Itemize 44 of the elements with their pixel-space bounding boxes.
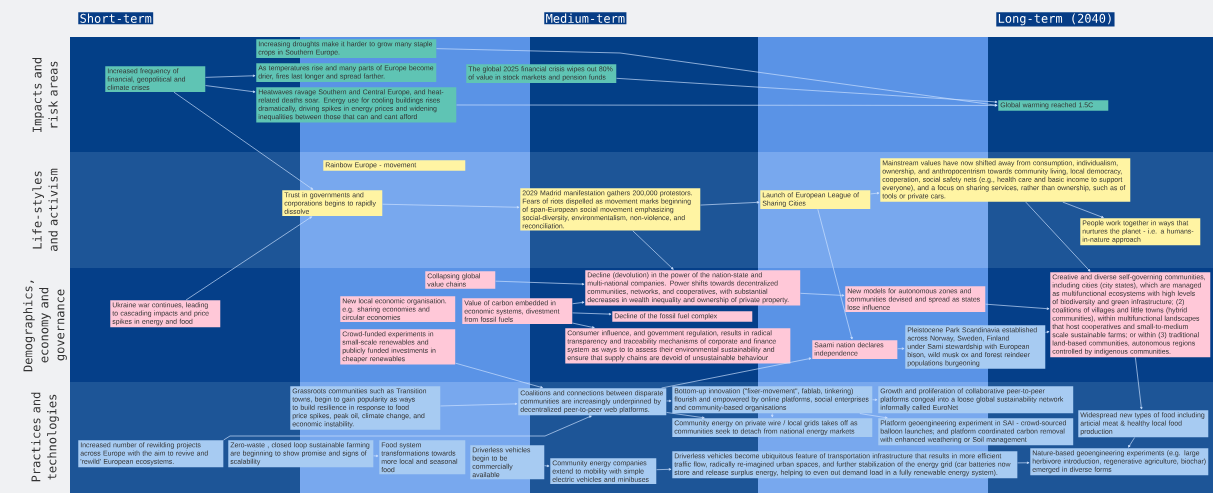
arrow (661, 357, 812, 389)
row-heading: Impacts and risk areas (32, 58, 58, 132)
arrow (205, 74, 256, 78)
arrow (859, 413, 888, 419)
arrow (544, 464, 550, 468)
arrow (656, 468, 672, 471)
column-header: Short-term (78, 12, 154, 25)
row-heading: Life-styles and activism (32, 168, 58, 251)
arrow (436, 48, 998, 107)
arrow (440, 402, 518, 407)
arrow (456, 104, 998, 107)
arrow (870, 192, 880, 195)
column-header: Long-term (2040) (996, 12, 1115, 27)
arrow (897, 347, 905, 350)
arrow (572, 322, 595, 329)
arrow (1135, 357, 1143, 410)
arrow (1017, 461, 1030, 464)
arrow (771, 413, 774, 418)
arrow (800, 292, 845, 297)
arrow (1128, 437, 1135, 448)
arrow (985, 303, 1050, 310)
arrow (632, 230, 674, 270)
arrow (572, 301, 585, 305)
arrow (173, 91, 314, 190)
arrow (1025, 201, 1091, 272)
arrow (373, 454, 379, 458)
arrow (666, 412, 705, 419)
arrow (872, 398, 878, 401)
arrow (1045, 330, 1050, 334)
arrow (382, 203, 520, 209)
column-header: Medium-term (544, 12, 627, 25)
arrow (455, 362, 543, 389)
arrow (817, 208, 853, 340)
row-heading: Demographics, economy and governance (23, 280, 67, 372)
arrow (495, 280, 585, 286)
arrow (1062, 201, 1104, 219)
arrow (572, 312, 612, 316)
arrow (616, 77, 998, 104)
arrow (205, 85, 256, 93)
arrow (185, 216, 313, 301)
arrow (223, 415, 592, 441)
row-heading: Practices and technologies (31, 392, 59, 482)
arrow (700, 201, 760, 206)
arrow (666, 399, 672, 403)
